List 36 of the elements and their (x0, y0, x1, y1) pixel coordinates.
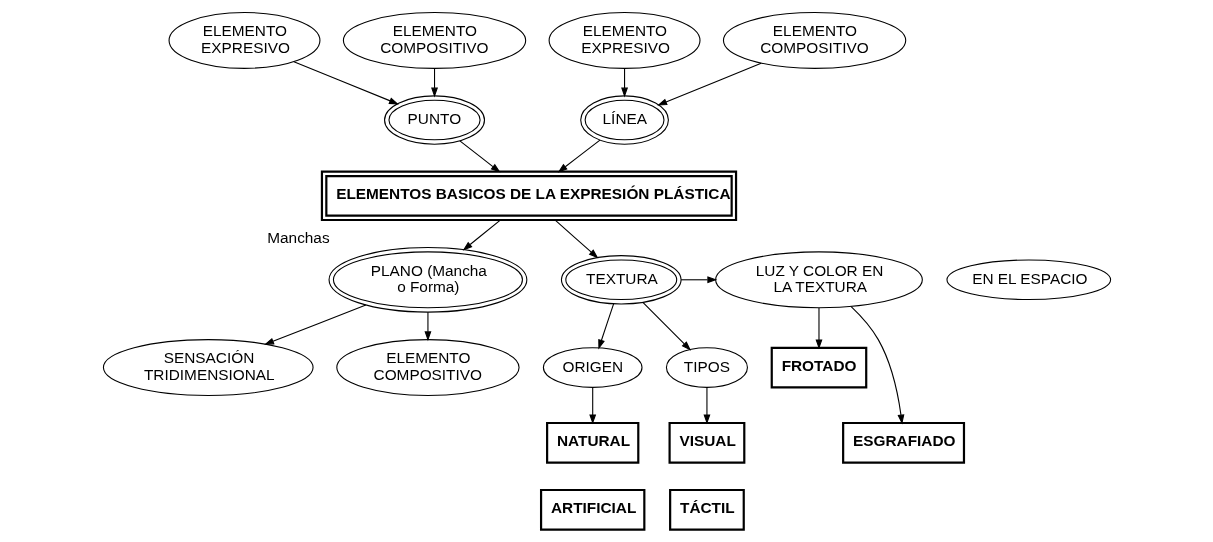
arrow (815, 307, 822, 350)
node-ellipse: ELEMENTO COMPOSITIVO (335, 339, 520, 397)
arrow (641, 301, 691, 351)
arrow (597, 303, 614, 350)
node-ellipse: ELEMENTO EXPRESIVO (168, 11, 320, 69)
node-ellipse: ORIGEN (542, 347, 643, 388)
arrow (656, 62, 762, 106)
node-box: TÁCTIL (668, 488, 745, 531)
node-ellipse: LUZ Y COLOR EN LA TEXTURA (714, 251, 923, 309)
node-ellipse: ELEMENTO COMPOSITIVO (722, 11, 906, 69)
node-ellipse: ELEMENTO COMPOSITIVO (342, 11, 526, 69)
node-label: Manchas (266, 229, 330, 247)
arrow (620, 68, 628, 98)
node-box: VISUAL (668, 421, 745, 464)
node-box: ELEMENTOS BASICOS DE LA EXPRESIÓN PLÁSTICA (320, 170, 737, 222)
node-ellipse: ELEMENTO EXPRESIVO (548, 11, 701, 69)
arrow (423, 311, 431, 342)
arrow (430, 68, 438, 98)
node-ellipse: TIPOS (665, 347, 748, 388)
arrow (263, 304, 366, 345)
node-ellipse: PLANO (Mancha o Forma) (328, 246, 527, 313)
node-ellipse: TEXTURA (560, 255, 682, 305)
arrow (680, 276, 717, 284)
node-box: FROTADO (770, 346, 867, 389)
arrow (850, 306, 904, 425)
arrow (588, 386, 596, 425)
arrow (554, 219, 598, 259)
node-ellipse: EN EL ESPACIO (945, 259, 1111, 301)
arrow (557, 139, 600, 173)
arrow (458, 140, 501, 173)
arrow (292, 61, 399, 105)
arrow (702, 386, 710, 425)
node-box: NATURAL (545, 421, 639, 464)
node-box: ARTIFICIAL (539, 488, 645, 531)
arrow (462, 219, 501, 251)
node-box: ESGRAFIADO (841, 421, 965, 464)
